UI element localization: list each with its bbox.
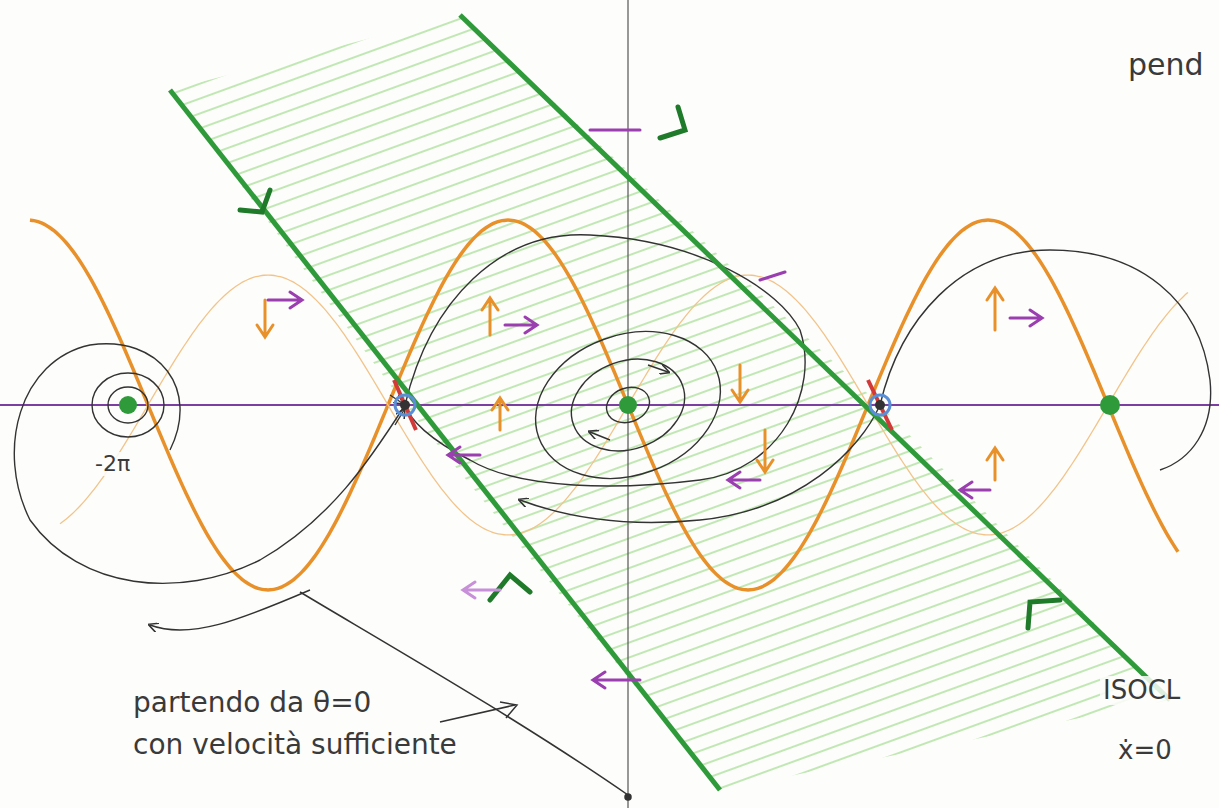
theta-axis bbox=[0, 404, 1219, 406]
isocline-note: ISOCL bbox=[1100, 676, 1183, 705]
annotation-note: partendo da θ=0 bbox=[130, 688, 374, 719]
axis-value: -2π bbox=[92, 452, 133, 476]
hatched-region bbox=[170, 15, 1170, 790]
direction-arrows bbox=[257, 130, 1042, 688]
fixed-points bbox=[119, 395, 1120, 415]
annotation-note: con velocità sufficiente bbox=[130, 730, 460, 761]
isocline-note: ẋ=0 bbox=[1115, 736, 1175, 765]
orbits bbox=[14, 235, 1210, 630]
isocline-faint bbox=[60, 275, 1188, 535]
separatrix-arrows bbox=[240, 107, 1060, 628]
saddle-tangents bbox=[394, 380, 892, 430]
separatrix-lines bbox=[170, 15, 1170, 790]
isocline-curve bbox=[30, 220, 1178, 590]
corner-note: pend bbox=[1125, 48, 1207, 81]
